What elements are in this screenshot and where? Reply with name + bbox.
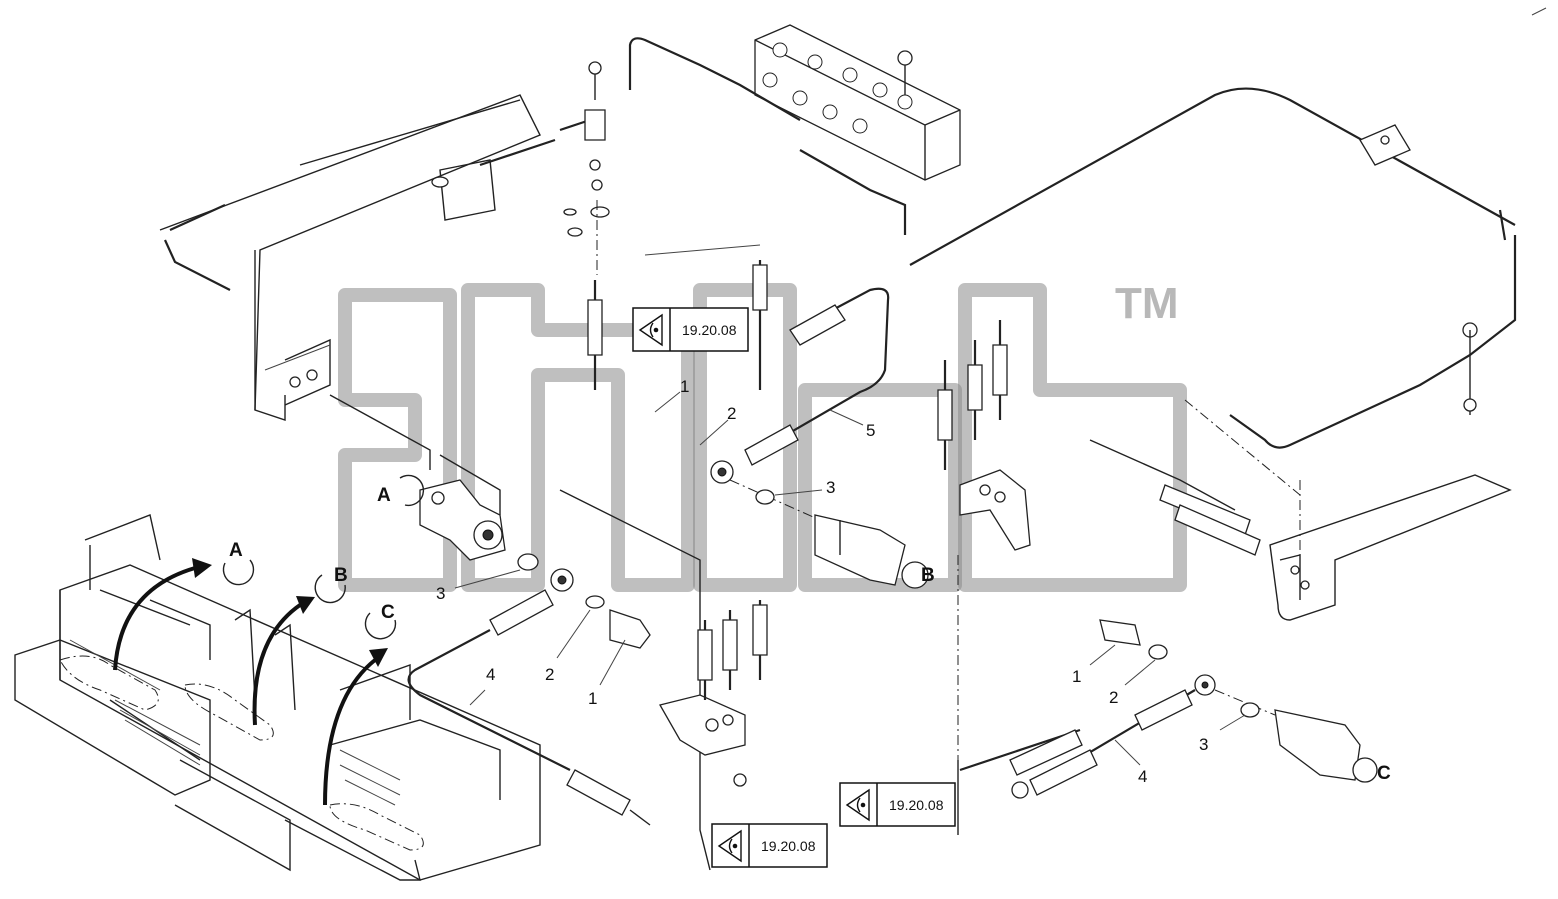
- eye-icon: [717, 829, 742, 863]
- callout-3-upper: 3: [826, 478, 835, 497]
- valve-assembly-a: [329, 394, 574, 592]
- callout-3-right: 3: [1199, 735, 1208, 754]
- hose-assembly-4-left: [407, 589, 651, 826]
- marker-b-overview: B: [334, 565, 348, 586]
- hose-assembly-5: [710, 287, 929, 589]
- marker-c-overview: C: [381, 602, 395, 623]
- view-ref-box-top[interactable]: 19.20.08: [632, 307, 749, 352]
- corner-mark: [1531, 7, 1547, 16]
- marker-c-detail: C: [1377, 763, 1391, 784]
- view-ref-label: 19.20.08: [889, 797, 944, 813]
- callout-1-upper: 1: [680, 377, 689, 396]
- view-ref-box-bottom-right[interactable]: 19.20.08: [839, 782, 956, 827]
- callout-5: 5: [866, 421, 875, 440]
- marker-b-detail: B: [921, 565, 935, 586]
- machine-overview: [14, 514, 541, 881]
- lower-bracket: [559, 489, 768, 871]
- center-fittings: [563, 61, 768, 390]
- right-center-fittings: [937, 320, 1261, 835]
- callout-1-right: 1: [1072, 667, 1081, 686]
- eye-icon: [845, 788, 870, 822]
- marker-a-overview: A: [229, 540, 243, 561]
- callout-2-left: 2: [545, 665, 554, 684]
- view-ref-label: 19.20.08: [682, 322, 737, 338]
- eye-icon: [638, 313, 663, 347]
- callout-4-left: 4: [486, 665, 495, 684]
- return-lines: [628, 37, 1517, 449]
- right-frame: [1184, 399, 1512, 621]
- view-ref-label: 19.20.08: [761, 838, 816, 854]
- valve-block: [754, 24, 961, 181]
- valve-assembly-c: [959, 619, 1378, 799]
- callout-3-left: 3: [436, 584, 445, 603]
- trademark-text: TM: [1115, 279, 1179, 328]
- view-ref-box-bottom-mid[interactable]: 19.20.08: [711, 823, 828, 868]
- callout-2-right: 2: [1109, 688, 1118, 707]
- marker-a-detail: A: [377, 485, 391, 506]
- detail-markers: A B C A B C: [222, 474, 1391, 784]
- callout-2-upper: 2: [727, 404, 736, 423]
- upper-frame: [159, 94, 591, 421]
- callout-1-left: 1: [588, 689, 597, 708]
- callout-4-right: 4: [1138, 767, 1147, 786]
- callouts: 1 2 5 3 3 2 1 4 1 2 3 4: [436, 377, 1246, 786]
